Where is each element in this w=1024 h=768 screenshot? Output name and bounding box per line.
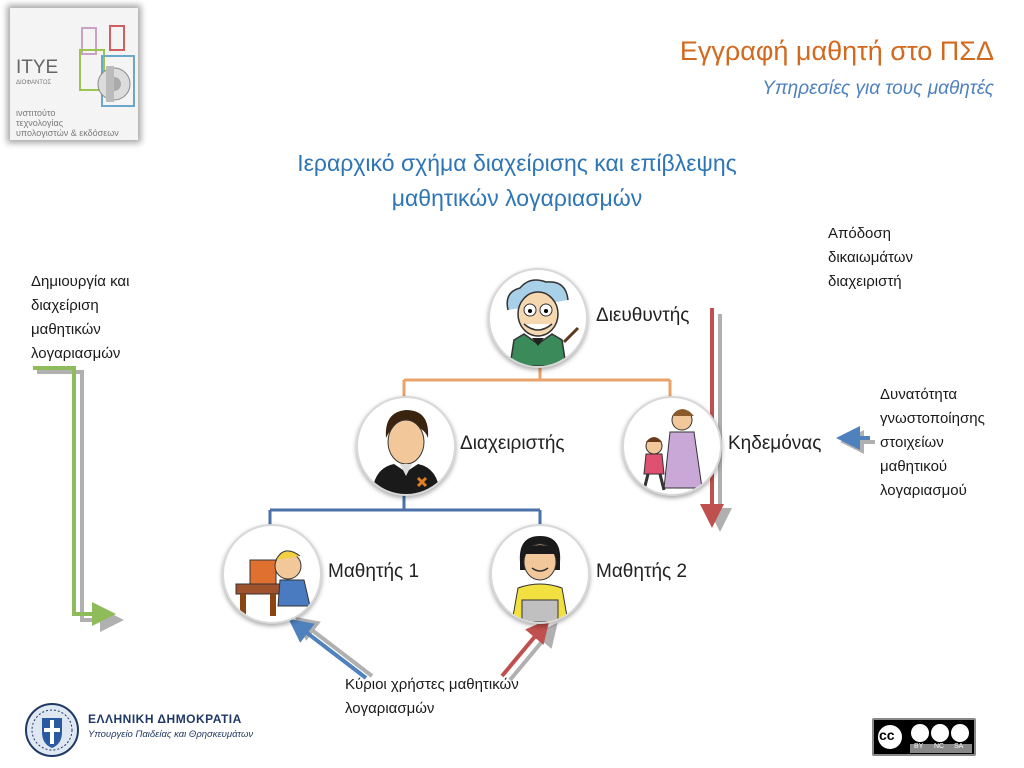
- greek-emblem-icon: [25, 703, 79, 757]
- institute-logo: ΙΤΥΕ ΔΙΟΦΑΝΤΟΣ ινστιτούτο τεχνολογίας υπ…: [10, 8, 138, 140]
- logo-line1: ινστιτούτο: [16, 108, 56, 118]
- director-label: Διευθυντής: [596, 305, 690, 326]
- footer-republic: ΕΛΛΗΝΙΚΗ ΔΗΜΟΚΡΑΤΙΑ: [88, 712, 242, 726]
- logo-sub: ΔΙΟΦΑΝΤΟΣ: [16, 80, 52, 86]
- by-text: BY: [914, 743, 924, 750]
- note-bottom: Κύριοι χρήστες μαθητικών λογαριασμών: [345, 673, 519, 721]
- logo-name: ΙΤΥΕ: [16, 57, 59, 78]
- student2-avatar: [490, 524, 590, 624]
- note-top-right: Απόδοση δικαιωμάτων διαχειριστή: [828, 222, 913, 294]
- left-bracket-arrow: [33, 366, 124, 632]
- note-left: Δημιουργία και διαχείριση μαθητικών λογα…: [31, 270, 129, 366]
- note-top-right-line: διαχειριστή: [828, 273, 902, 290]
- student2-label: Μαθητής 2: [596, 561, 688, 582]
- note-top-right-line: δικαιωμάτων: [828, 249, 913, 266]
- tree-connector-bottom: [268, 492, 542, 525]
- diagram-title-line2: μαθητικών λογαριασμών: [391, 185, 643, 211]
- director-rights-arrow: [700, 308, 732, 532]
- guardian-label: Κηδεμόνας: [728, 433, 822, 454]
- note-bottom-line: λογαριασμών: [345, 700, 435, 717]
- note-right-line: Δυνατότητα: [880, 386, 958, 403]
- sa-text: SA: [954, 743, 964, 750]
- logo-line3: υπολογιστών & εκδόσεων: [16, 128, 119, 138]
- administrator-label: Διαχειριστής: [460, 433, 565, 454]
- note-right-line: γνωστοποίησης: [880, 410, 985, 427]
- logo-line2: τεχνολογίας: [16, 118, 64, 128]
- student1-avatar: [222, 524, 322, 624]
- page-title: Εγγραφή μαθητή στο ΠΣΔ: [679, 36, 994, 66]
- note-left-line: μαθητικών: [31, 321, 101, 338]
- note-bottom-line: Κύριοι χρήστες μαθητικών: [345, 676, 519, 693]
- cc-text: cc: [879, 727, 895, 743]
- footer-ministry: ΕΛΛΗΝΙΚΗ ΔΗΜΟΚΡΑΤΙΑ Υπουργείο Παιδείας κ…: [88, 712, 253, 740]
- guardian-notify-arrow: [836, 426, 875, 454]
- note-right-line: λογαριασμού: [880, 482, 967, 499]
- administrator-avatar: [356, 396, 456, 496]
- note-right-line: στοιχείων: [880, 434, 944, 451]
- diagram-title-line1: Ιεραρχικό σχήμα διαχείρισης και επίβλεψη…: [297, 150, 737, 176]
- note-right: Δυνατότητα γνωστοποίησης στοιχείων μαθητ…: [880, 383, 985, 503]
- note-top-right-line: Απόδοση: [828, 225, 891, 242]
- note-left-line: λογαριασμών: [31, 345, 121, 362]
- footer-ministry-name: Υπουργείο Παιδείας και Θρησκευμάτων: [88, 729, 254, 740]
- guardian-avatar: [622, 396, 722, 496]
- nc-text: NC: [934, 743, 945, 750]
- student2-arrow: [500, 618, 558, 682]
- note-left-line: διαχείριση: [31, 297, 99, 314]
- director-avatar: [488, 268, 588, 368]
- student1-arrow: [288, 616, 374, 680]
- note-left-line: Δημιουργία και: [31, 273, 130, 290]
- note-right-line: μαθητικού: [880, 458, 948, 475]
- page-subtitle: Υπηρεσίες για τους μαθητές: [762, 78, 994, 99]
- student1-label: Μαθητής 1: [328, 561, 420, 582]
- logo-graphic: [79, 25, 135, 107]
- cc-license-badge: cc BY NC SA: [872, 718, 976, 756]
